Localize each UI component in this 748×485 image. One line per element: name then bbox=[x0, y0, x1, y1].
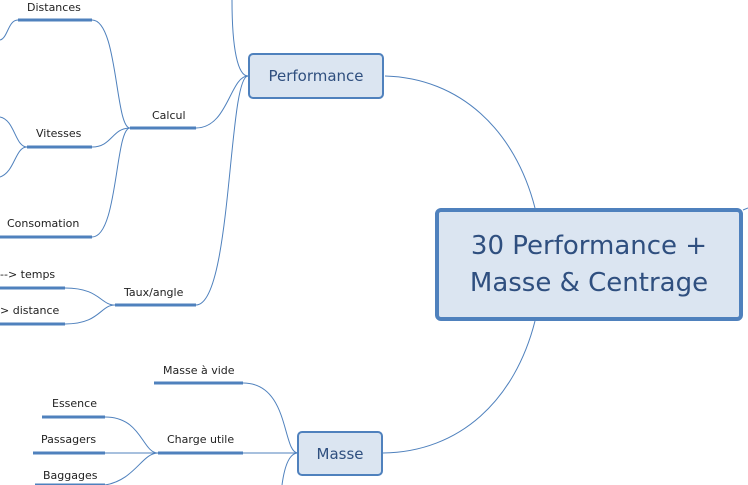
connector-performance-calcul bbox=[195, 75, 249, 129]
connector-distances-left bbox=[0, 19, 19, 41]
subtopic-distances[interactable]: Distances bbox=[27, 1, 81, 14]
connector-calcul-distances bbox=[91, 19, 131, 129]
connector-performance-taux bbox=[195, 75, 249, 306]
connector-masse-vide bbox=[242, 382, 299, 454]
connector-calcul-vitesses bbox=[91, 127, 131, 148]
connector-calcul-consomation bbox=[91, 127, 131, 238]
connector-central-performance bbox=[384, 75, 536, 209]
connector-masse-down bbox=[281, 452, 299, 485]
subtopic-temps[interactable]: --> temps bbox=[0, 268, 56, 281]
topic-performance[interactable]: Performance bbox=[248, 53, 384, 99]
subtopic-taux-angle[interactable]: Taux/angle bbox=[124, 286, 184, 299]
connector-taux-temps bbox=[64, 287, 116, 306]
connector-charge-baggages bbox=[104, 452, 159, 485]
connector-charge-essence bbox=[104, 416, 159, 454]
subtopic-vitesses[interactable]: Vitesses bbox=[36, 127, 82, 140]
subtopic-baggages[interactable]: Baggages bbox=[43, 469, 98, 482]
subtopic-passagers[interactable]: Passagers bbox=[41, 433, 97, 446]
connector-vitesses-left-up bbox=[0, 116, 28, 148]
subtopic-calcul[interactable]: Calcul bbox=[152, 109, 186, 122]
central-topic[interactable]: 30 Performance + Masse & Centrage bbox=[435, 208, 743, 321]
subtopic-consomation[interactable]: Consomation bbox=[7, 217, 80, 230]
connector-taux-distance bbox=[64, 304, 116, 325]
subtopic-distance[interactable]: > distance bbox=[0, 304, 60, 317]
connector-central-masse bbox=[382, 320, 536, 454]
connector-right-stub bbox=[742, 207, 748, 211]
connector-vitesses-left-down bbox=[0, 146, 28, 178]
connector-performance-up bbox=[231, 0, 249, 77]
subtopic-essence[interactable]: Essence bbox=[52, 397, 97, 410]
subtopic-charge-utile[interactable]: Charge utile bbox=[167, 433, 235, 446]
topic-masse[interactable]: Masse bbox=[297, 431, 383, 476]
subtopic-masse-a-vide[interactable]: Masse à vide bbox=[163, 364, 235, 377]
